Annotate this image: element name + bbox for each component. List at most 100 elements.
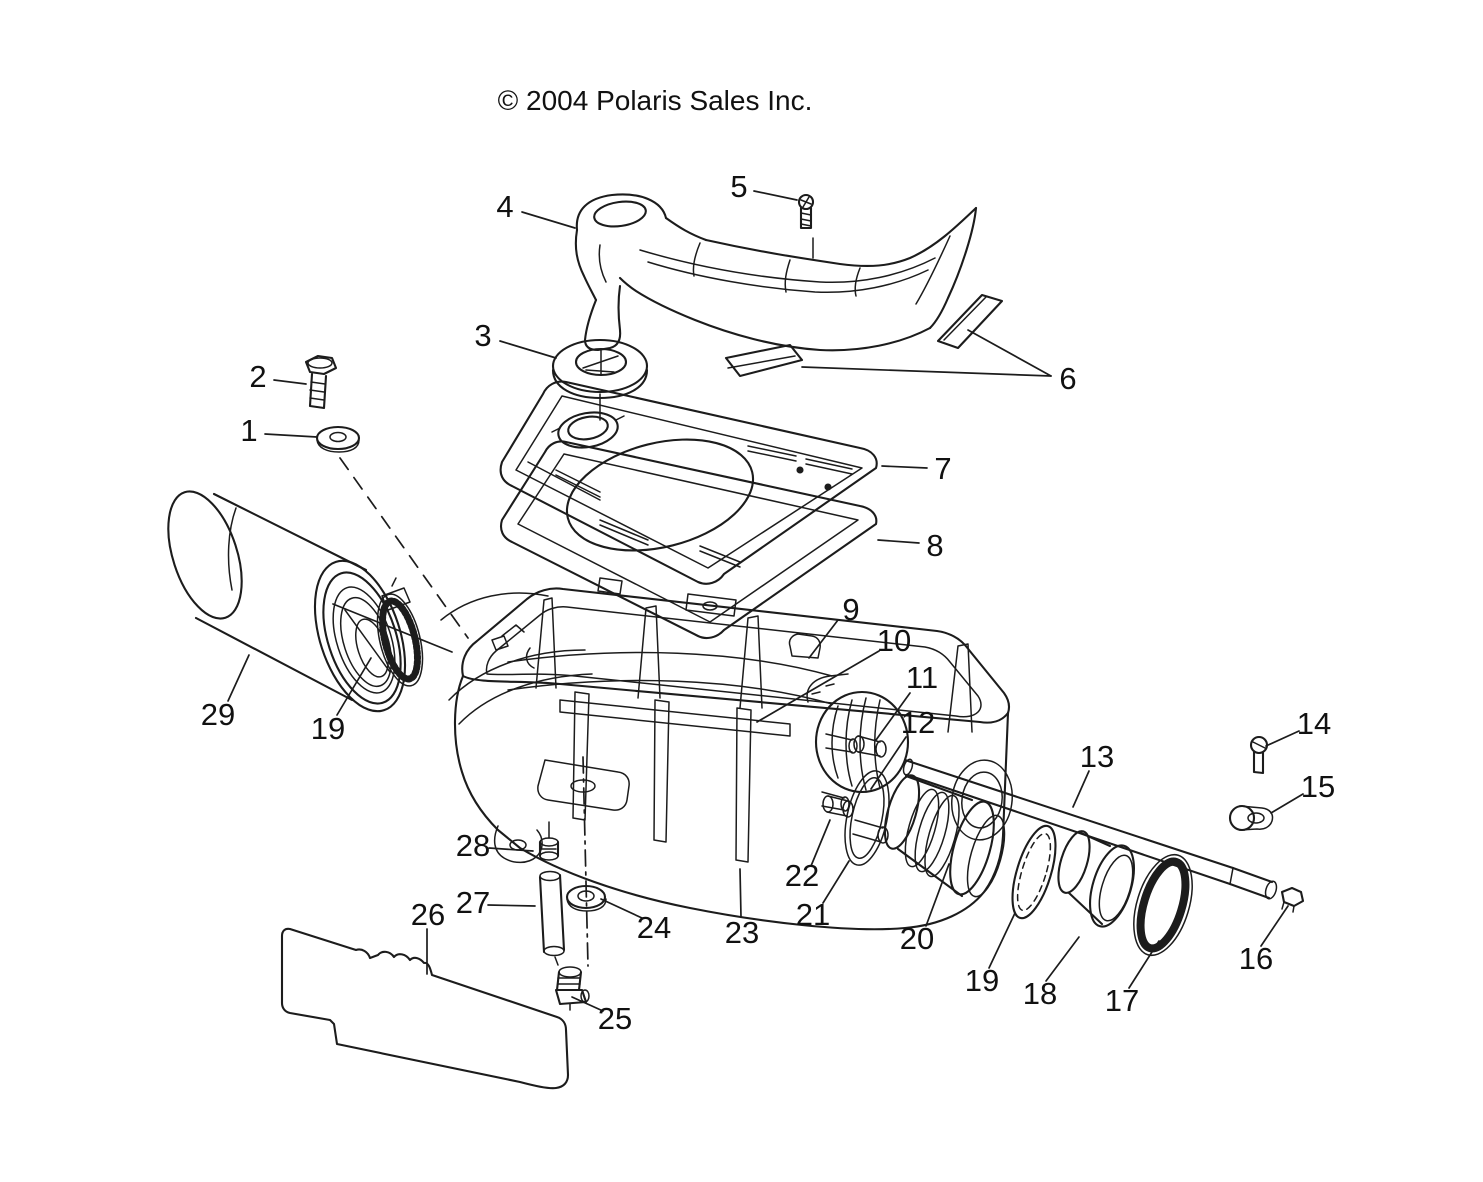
leader-line <box>877 539 920 544</box>
leader-line <box>967 329 1052 377</box>
leader-line <box>739 868 742 918</box>
part-22-grommet <box>822 795 854 818</box>
callout-number: 10 <box>877 623 911 658</box>
callout-number: 17 <box>1105 983 1139 1018</box>
leader-line <box>1270 793 1304 814</box>
leader-line <box>1260 905 1289 947</box>
callout-number: 29 <box>201 697 235 732</box>
callout-number: 27 <box>456 885 490 920</box>
callout-28-27: 28 <box>456 828 534 863</box>
callout-number: 22 <box>785 858 819 893</box>
callout-6-5: 6 <box>801 329 1077 396</box>
part-26-foam-panel <box>280 927 570 1090</box>
leader-line <box>988 912 1016 969</box>
callout-number: 26 <box>411 897 445 932</box>
callout-number: 19 <box>311 711 345 746</box>
callout-number: 15 <box>1301 769 1335 804</box>
callout-number: 18 <box>1023 976 1057 1011</box>
leader-line <box>273 379 307 385</box>
callout-12-11: 12 <box>870 705 935 790</box>
callout-number: 4 <box>496 189 513 224</box>
part-28-fitting <box>538 821 560 861</box>
callout-number: 9 <box>842 592 859 627</box>
callout-number: 14 <box>1297 706 1331 741</box>
part-11-nipple <box>853 735 887 758</box>
callout-26-25: 26 <box>411 897 445 975</box>
leader-line <box>227 654 250 702</box>
callout-23-22: 23 <box>725 868 759 950</box>
callout-number: 12 <box>901 705 935 740</box>
leader-line <box>753 190 798 201</box>
part-23-airbox-base <box>440 577 1013 931</box>
callout-10-9: 10 <box>756 623 911 723</box>
leader-line <box>870 736 907 790</box>
callout-number: 13 <box>1080 739 1114 774</box>
callout-21-20: 21 <box>796 860 850 932</box>
leader-line <box>810 819 831 867</box>
callout-16-15: 16 <box>1239 905 1289 976</box>
callout-20-19: 20 <box>900 863 950 956</box>
leader-line <box>571 996 604 1012</box>
leader-line <box>499 340 557 359</box>
callout-18-17: 18 <box>1023 936 1080 1011</box>
leader-line <box>264 433 318 438</box>
part-4-intake-duct <box>574 193 978 352</box>
callout-number: 5 <box>730 169 747 204</box>
leader-line <box>521 211 576 229</box>
leader-line <box>1128 940 1160 989</box>
leader-line <box>822 860 850 904</box>
part-17-clamp <box>1133 853 1193 957</box>
callout-15-14: 15 <box>1270 769 1335 814</box>
callout-number: 8 <box>926 528 943 563</box>
leader-line <box>1045 936 1080 982</box>
callout-number: 19 <box>965 963 999 998</box>
part-3-grommet <box>551 338 649 421</box>
part-7-airbox-cover <box>499 380 878 585</box>
part-15-clip <box>1228 804 1274 832</box>
callout-number: 7 <box>934 451 951 486</box>
callout-number: 20 <box>900 921 934 956</box>
guide-line-dashed <box>339 457 469 639</box>
callout-14-13: 14 <box>1265 706 1331 747</box>
callout-2-1: 2 <box>249 359 307 394</box>
callout-number: 1 <box>240 413 257 448</box>
leader-line <box>488 847 534 852</box>
leader-line <box>487 904 536 907</box>
leader-line <box>801 366 1052 377</box>
callout-number: 28 <box>456 828 490 863</box>
part-1-washer <box>315 425 361 453</box>
callout-number: 6 <box>1059 361 1076 396</box>
leader-line <box>925 863 950 927</box>
callout-3-2: 3 <box>474 318 557 359</box>
callout-19-29: 19 <box>311 657 372 746</box>
part-2-bolt <box>304 354 338 410</box>
guide-lines-layer <box>332 457 589 967</box>
part-8-cover-seal <box>499 440 878 640</box>
part-21-bracket <box>852 819 889 844</box>
callout-24-23: 24 <box>600 898 671 945</box>
leader-line <box>875 692 911 741</box>
leader-line <box>600 898 643 919</box>
callout-4-3: 4 <box>496 189 576 229</box>
callout-8-7: 8 <box>877 528 944 563</box>
callout-number: 24 <box>637 910 671 945</box>
copyright-text: © 2004 Polaris Sales Inc. <box>498 85 813 116</box>
guide-line-dashdot <box>582 756 589 967</box>
callout-27-26: 27 <box>456 885 536 920</box>
callout-19-18: 19 <box>965 912 1016 998</box>
callout-25-24: 25 <box>571 996 632 1036</box>
leader-line <box>756 650 880 723</box>
callout-5-4: 5 <box>730 169 798 204</box>
leader-line <box>336 657 372 716</box>
part-13-vent-tube <box>902 758 1278 900</box>
callout-13-12: 13 <box>1072 739 1114 808</box>
leader-line <box>808 619 839 659</box>
part-6-foam-strips <box>724 293 1004 378</box>
callouts-layer: 1234567891011121314151617181920212223242… <box>201 169 1335 1036</box>
callout-number: 23 <box>725 915 759 950</box>
part-25-drain-valve <box>554 966 590 1011</box>
part-16-bolt <box>1280 886 1305 913</box>
